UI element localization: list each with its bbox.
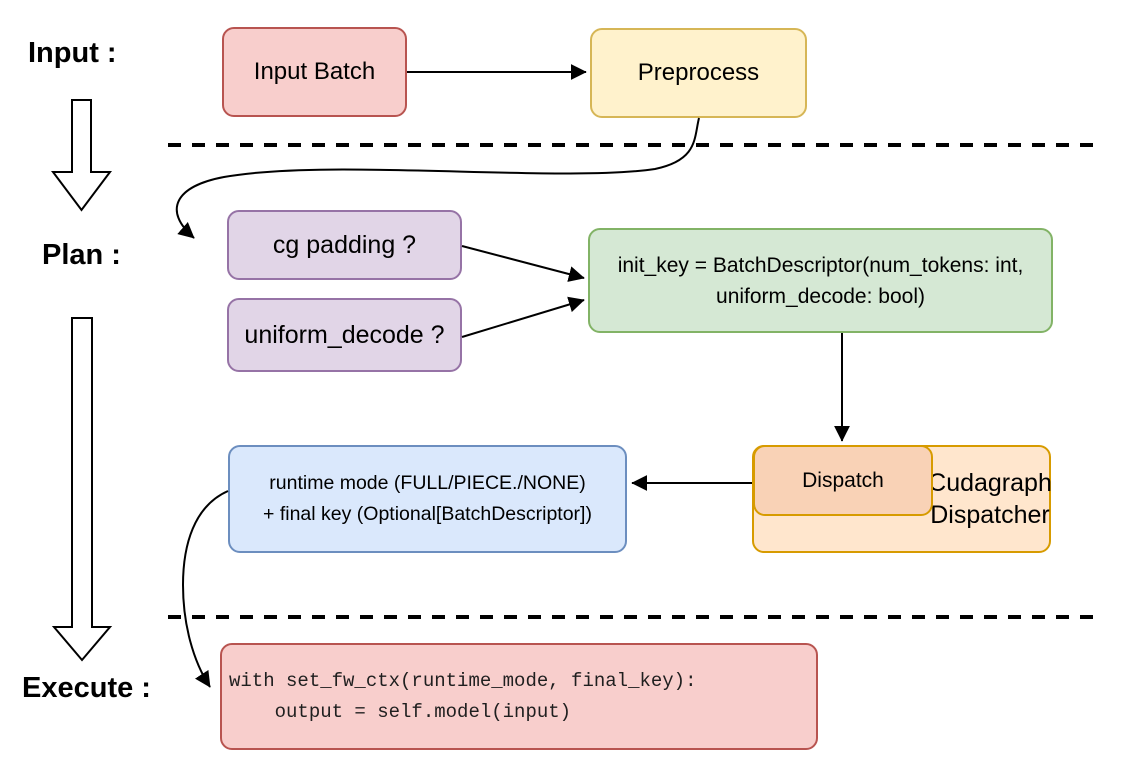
node-runtime-mode: runtime mode (FULL/PIECE./NONE) + final … <box>228 445 627 553</box>
flow-arrow-plan-to-execute <box>51 317 113 662</box>
node-preprocess: Preprocess <box>590 28 807 118</box>
flow-arrow-input-to-plan <box>51 99 112 212</box>
node-uniform-decode: uniform_decode ? <box>227 298 462 372</box>
arrow-uniform-decode-to-init-key <box>461 296 585 338</box>
node-execute-code: with set_fw_ctx(runtime_mode, final_key)… <box>220 643 818 750</box>
node-cudagraph-dispatcher-label: Cudagraph Dispatcher <box>928 445 1052 553</box>
node-runtime-mode-line2: + final key (Optional[BatchDescriptor]) <box>263 503 592 525</box>
node-cg-padding-label: cg padding ? <box>272 230 417 259</box>
node-input-batch: Input Batch <box>222 27 407 117</box>
node-dispatch-label: Dispatch <box>802 469 884 492</box>
node-cg-padding: cg padding ? <box>227 210 462 280</box>
stage-label-execute: Execute : <box>22 672 151 704</box>
execute-code-line1: with set_fw_ctx(runtime_mode, final_key)… <box>229 669 697 692</box>
stage-label-plan: Plan : <box>42 239 121 271</box>
execute-code-line2: output = self.model(input) <box>229 700 572 723</box>
cudagraph-label-line2: Dispatcher <box>930 501 1050 529</box>
arrow-cg-padding-to-init-key <box>461 245 585 282</box>
node-runtime-mode-line1: runtime mode (FULL/PIECE./NONE) <box>269 472 586 494</box>
node-dispatch: Dispatch <box>753 445 933 516</box>
cudagraph-label-line1: Cudagraph <box>928 469 1052 497</box>
node-preprocess-label: Preprocess <box>637 59 760 86</box>
node-input-batch-label: Input Batch <box>253 58 376 85</box>
node-init-key-line1: init_key = BatchDescriptor(num_tokens: i… <box>617 253 1024 277</box>
node-init-key-line2: uniform_decode: bool) <box>716 284 925 308</box>
stage-label-input: Input : <box>28 37 117 69</box>
node-init-key: init_key = BatchDescriptor(num_tokens: i… <box>588 228 1053 333</box>
node-uniform-decode-label: uniform_decode ? <box>244 320 445 349</box>
